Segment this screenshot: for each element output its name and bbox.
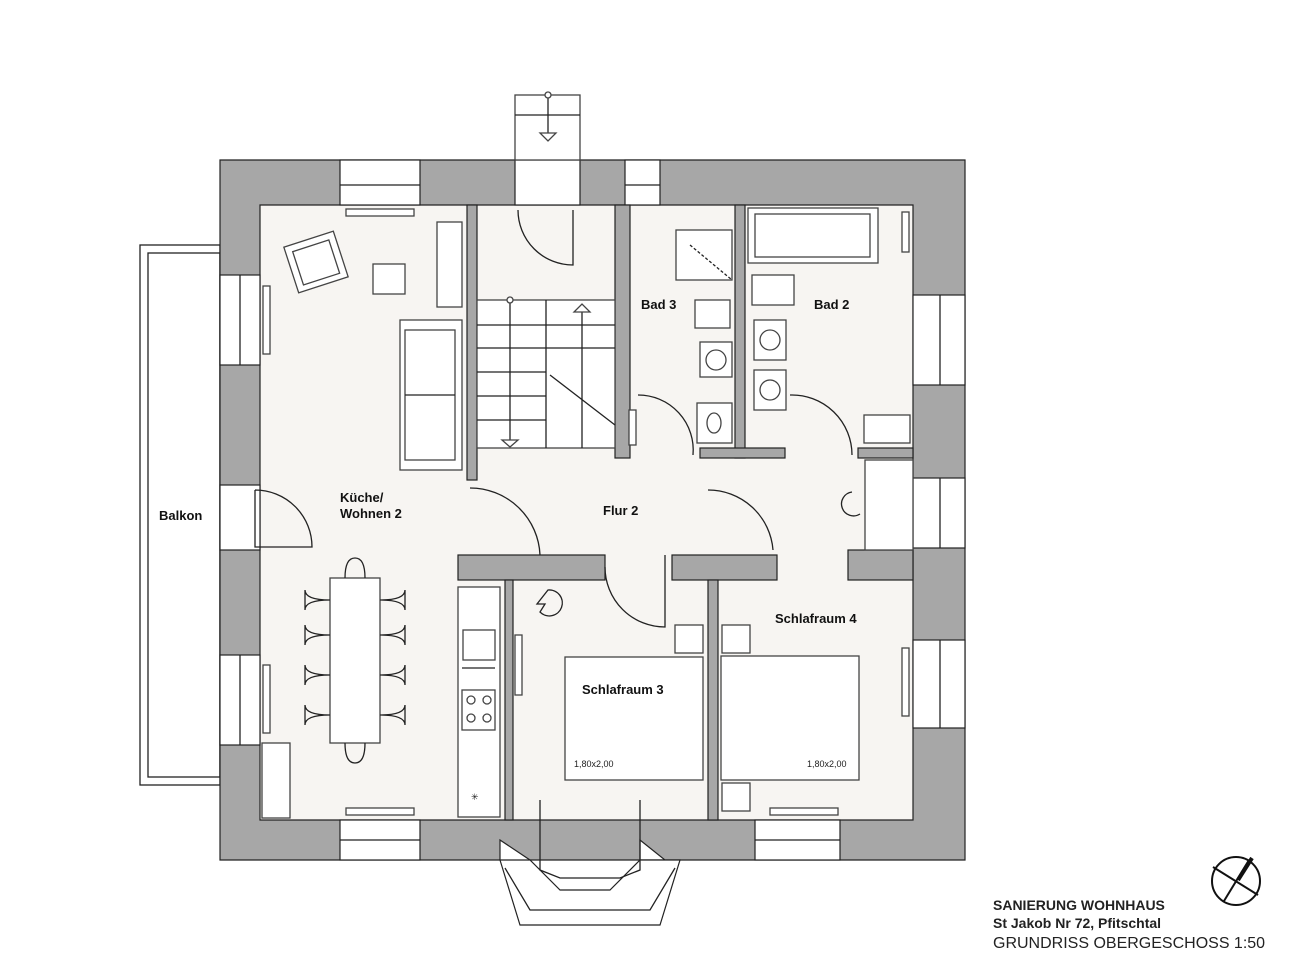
interior-walls [457, 204, 914, 821]
project-title: SANIERUNG WOHNHAUS [993, 897, 1165, 913]
interior-stair [476, 296, 616, 449]
bed-schlafraum-4 [720, 655, 860, 781]
svg-text:✳: ✳ [471, 792, 479, 802]
label-bad2: Bad 2 [814, 297, 849, 312]
label-schlafraum3: Schlafraum 3 [582, 682, 664, 697]
project-address: St Jakob Nr 72, Pfitschtal [993, 915, 1162, 931]
north-arrow-icon [1211, 856, 1261, 906]
exterior-stair [514, 91, 581, 266]
label-wohnen: Wohnen 2 [340, 506, 402, 521]
title-block: SANIERUNG WOHNHAUS St Jakob Nr 72, Pfits… [993, 896, 1265, 953]
label-balkon: Balkon [159, 508, 202, 523]
drawing-title: GRUNDRISS OBERGESCHOSS 1:50 [993, 935, 1266, 952]
bed-size-4: 1,80x2,00 [807, 759, 847, 769]
living-furniture: ✳ [261, 221, 501, 819]
label-flur: Flur 2 [603, 503, 638, 518]
bathroom-fixtures [675, 207, 914, 551]
doors [254, 394, 853, 628]
bed-size-3: 1,80x2,00 [574, 759, 614, 769]
label-kueche: Küche/ [340, 490, 384, 505]
label-schlafraum4: Schlafraum 4 [775, 611, 857, 626]
label-bad3: Bad 3 [641, 297, 676, 312]
windows [219, 159, 966, 926]
bedroom-furniture [514, 491, 861, 812]
bed-schlafraum-3 [564, 656, 704, 781]
